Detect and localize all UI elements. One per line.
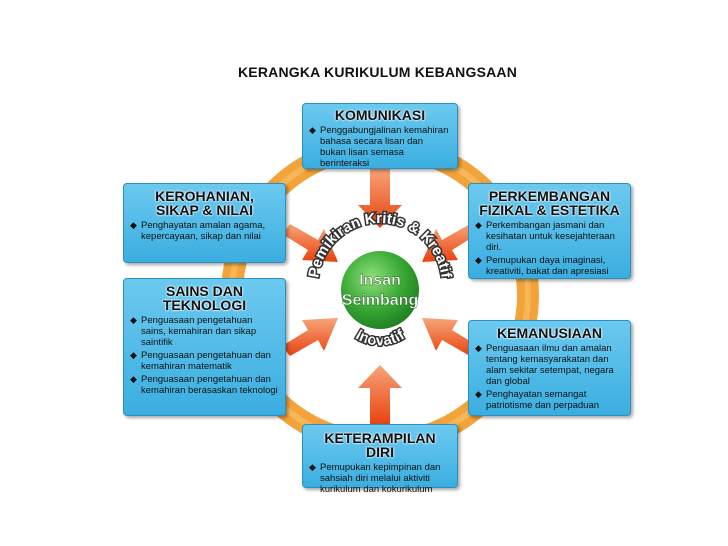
bullet-item: Penghayatan amalan agama, kepercayaan, s… <box>130 220 279 242</box>
box-heading-line-2: FIZIKAL & ESTETIKA <box>479 202 620 218</box>
bullet-item: Penguasaan pengetahuan sains, kemahiran … <box>130 315 279 348</box>
box-heading: KOMUNIKASI <box>334 107 426 123</box>
page-title: KERANGKA KURIKULUM KEBANGSAAN <box>238 64 518 80</box>
bullet-item: Pemupukan daya imaginasi, kreativiti, ba… <box>475 255 624 277</box>
box-komunikasi: KOMUNIKASI Penggabungjalinan kemahiran b… <box>302 103 458 169</box>
bullet-list: Penghayatan amalan agama, kepercayaan, s… <box>130 220 279 242</box>
arrow-from-kerohanian <box>282 224 338 262</box>
box-perkembangan: PERKEMBANGAN FIZIKAL & ESTETIKA Perkemba… <box>468 183 631 279</box>
bullet-item: Penguasaan pengetahuan dan kemahiran ber… <box>130 374 279 396</box>
bullet-item: Penggabungjalinan kemahiran bahasa secar… <box>309 125 451 169</box>
bullet-item: Penghayatan semangat patriotisme dan per… <box>475 389 624 411</box>
bullet-item: Penguasaan ilmu dan amalan tentang kemas… <box>475 343 624 387</box>
box-heading-line-1: PERKEMBANGAN <box>488 188 611 204</box>
box-kerohanian: KEROHANIAN, SIKAP & NILAI Penghayatan am… <box>123 183 286 263</box>
arrow-from-perkembangan <box>422 224 478 262</box>
box-heading: KEMANUSIAAN <box>497 325 602 341</box>
bullet-item: Pemupukan kepimpinan dan sahsiah diri me… <box>309 462 451 495</box>
arrow-from-komunikasi <box>358 168 402 228</box>
bullet-list: Pemupukan kepimpinan dan sahsiah diri me… <box>309 462 451 495</box>
bullet-list: Penguasaan pengetahuan sains, kemahiran … <box>130 315 279 396</box>
box-heading-line-2: SIKAP & NILAI <box>156 202 253 218</box>
arrow-from-sains <box>282 318 338 356</box>
center-circle <box>339 249 421 331</box>
bullet-item: Penguasaan pengetahuan dan kemahiran mat… <box>130 350 279 372</box>
box-heading-line-1: KEROHANIAN, <box>155 188 254 204</box>
center-line-2: Seimbang <box>342 292 418 309</box>
box-heading-line-1: SAINS DAN <box>165 283 243 299</box>
bullet-list: Perkembangan jasmani dan kesihatan untuk… <box>475 220 624 277</box>
bullet-item: Perkembangan jasmani dan kesihatan untuk… <box>475 220 624 253</box>
center-line-1: Insan <box>359 272 401 289</box>
box-heading: KETERAMPILAN DIRI <box>324 430 436 460</box>
bullet-list: Penggabungjalinan kemahiran bahasa secar… <box>309 125 451 169</box>
arrow-from-keterampilan <box>358 365 402 425</box>
box-keterampilan: KETERAMPILAN DIRI Pemupukan kepimpinan d… <box>302 424 458 495</box>
box-sains: SAINS DAN TEKNOLOGI Penguasaan pengetahu… <box>123 278 286 416</box>
box-heading-line-2: TEKNOLOGI <box>162 297 247 313</box>
arrow-from-kemanusiaan <box>422 318 478 356</box>
bullet-list: Penguasaan ilmu dan amalan tentang kemas… <box>475 343 624 411</box>
box-kemanusiaan: KEMANUSIAAN Penguasaan ilmu dan amalan t… <box>468 320 631 416</box>
